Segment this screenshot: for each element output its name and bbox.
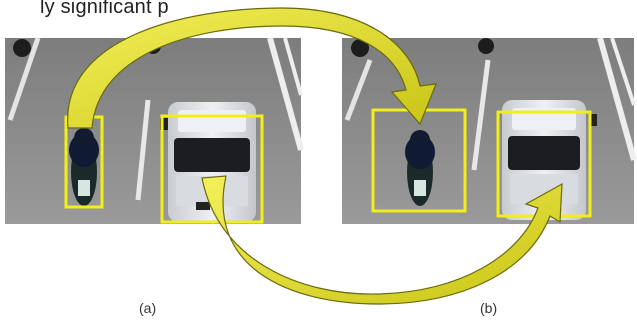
distant-rider: [478, 38, 494, 54]
cropped-header-text: ly significant p: [40, 0, 169, 19]
panel-a-road-image: [5, 38, 301, 224]
panel-b-caption: (b): [480, 300, 497, 316]
distant-rider: [13, 39, 31, 57]
panel-a: [5, 38, 301, 224]
panel-b: [342, 38, 634, 224]
van-a: [160, 102, 256, 222]
panel-a-caption: (a): [139, 300, 156, 316]
